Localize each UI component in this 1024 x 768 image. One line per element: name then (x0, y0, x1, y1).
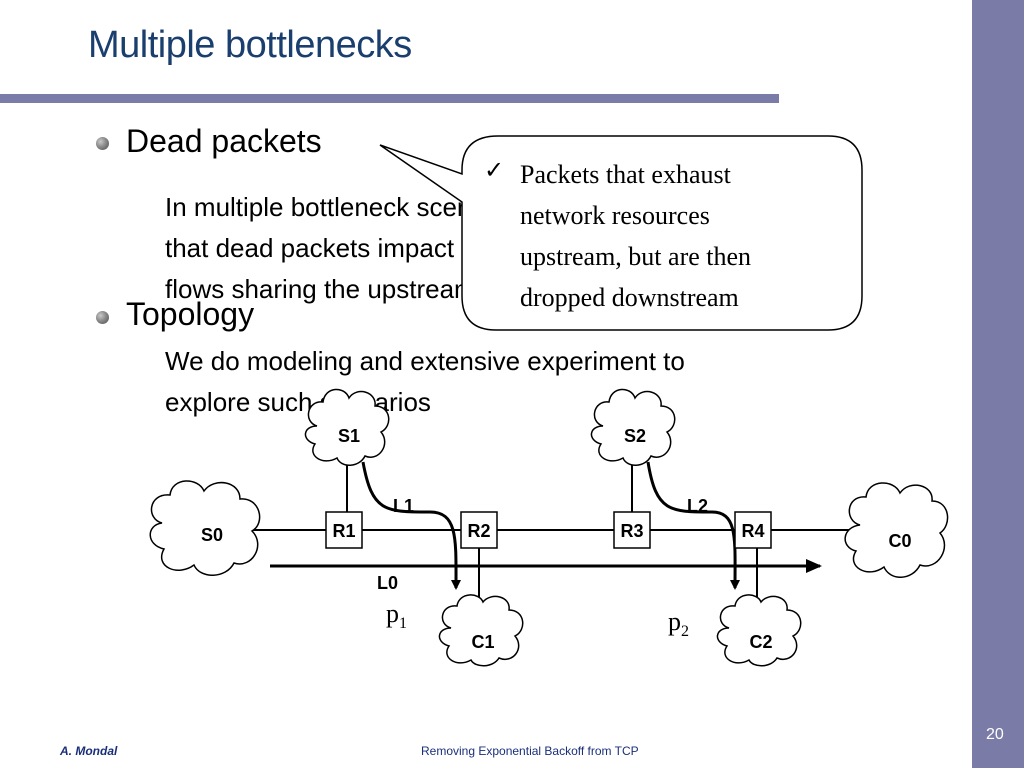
path-p1-label: p1 (386, 599, 407, 632)
cloud-s1: S1 (304, 388, 390, 466)
cloud-s0-label: S0 (201, 525, 223, 545)
cloud-c1: C1 (438, 594, 524, 667)
cloud-s2: S2 (590, 388, 676, 466)
cloud-c0-label: C0 (888, 531, 911, 551)
title-underline (0, 94, 779, 103)
link-l0-label: L0 (377, 573, 398, 593)
callout-line: dropped downstream (520, 283, 739, 312)
bullet-icon (96, 311, 109, 324)
l1-flow-arrow (361, 461, 462, 590)
cloud-c0: C0 (844, 482, 949, 578)
body-line: We do modeling and extensive experiment … (165, 346, 685, 376)
cloud-c1-label: C1 (471, 632, 494, 652)
right-accent-bar (972, 0, 1024, 768)
cloud-s0: S0 (149, 480, 261, 576)
bullet-heading-topology: Topology (126, 296, 255, 332)
router-r3: R3 (613, 511, 651, 549)
callout-line: network resources (520, 201, 710, 230)
checkmark-icon: ✓ (484, 156, 505, 184)
router-r3-label: R3 (620, 521, 643, 541)
callout-line: Packets that exhaust (520, 160, 731, 189)
router-r1: R1 (325, 511, 363, 549)
link-l1-label: L1 (393, 496, 414, 516)
router-r2: R2 (460, 511, 498, 549)
bullet-icon (96, 137, 109, 150)
slide-title: Multiple bottlenecks (88, 24, 412, 66)
footer-title: Removing Exponential Backoff from TCP (421, 744, 639, 758)
callout-line: upstream, but are then (520, 242, 752, 271)
callout-shape (379, 135, 863, 331)
router-r2-label: R2 (467, 521, 490, 541)
router-r4-label: R4 (741, 521, 764, 541)
l2-flow-arrow (646, 461, 741, 590)
router-r1-label: R1 (332, 521, 355, 541)
page-number: 20 (986, 726, 1004, 743)
cloud-s1-label: S1 (338, 426, 360, 446)
path-p2-label: p2 (668, 607, 689, 640)
footer-author: A. Mondal (60, 744, 118, 758)
bullet-heading-dead-packets: Dead packets (126, 123, 322, 159)
cloud-s2-label: S2 (624, 426, 646, 446)
cloud-c2-label: C2 (749, 632, 772, 652)
callout-text: Packets that exhaust network resources u… (520, 154, 751, 318)
cloud-c2: C2 (716, 594, 802, 667)
link-l2-label: L2 (687, 496, 708, 516)
router-r4: R4 (734, 511, 772, 549)
